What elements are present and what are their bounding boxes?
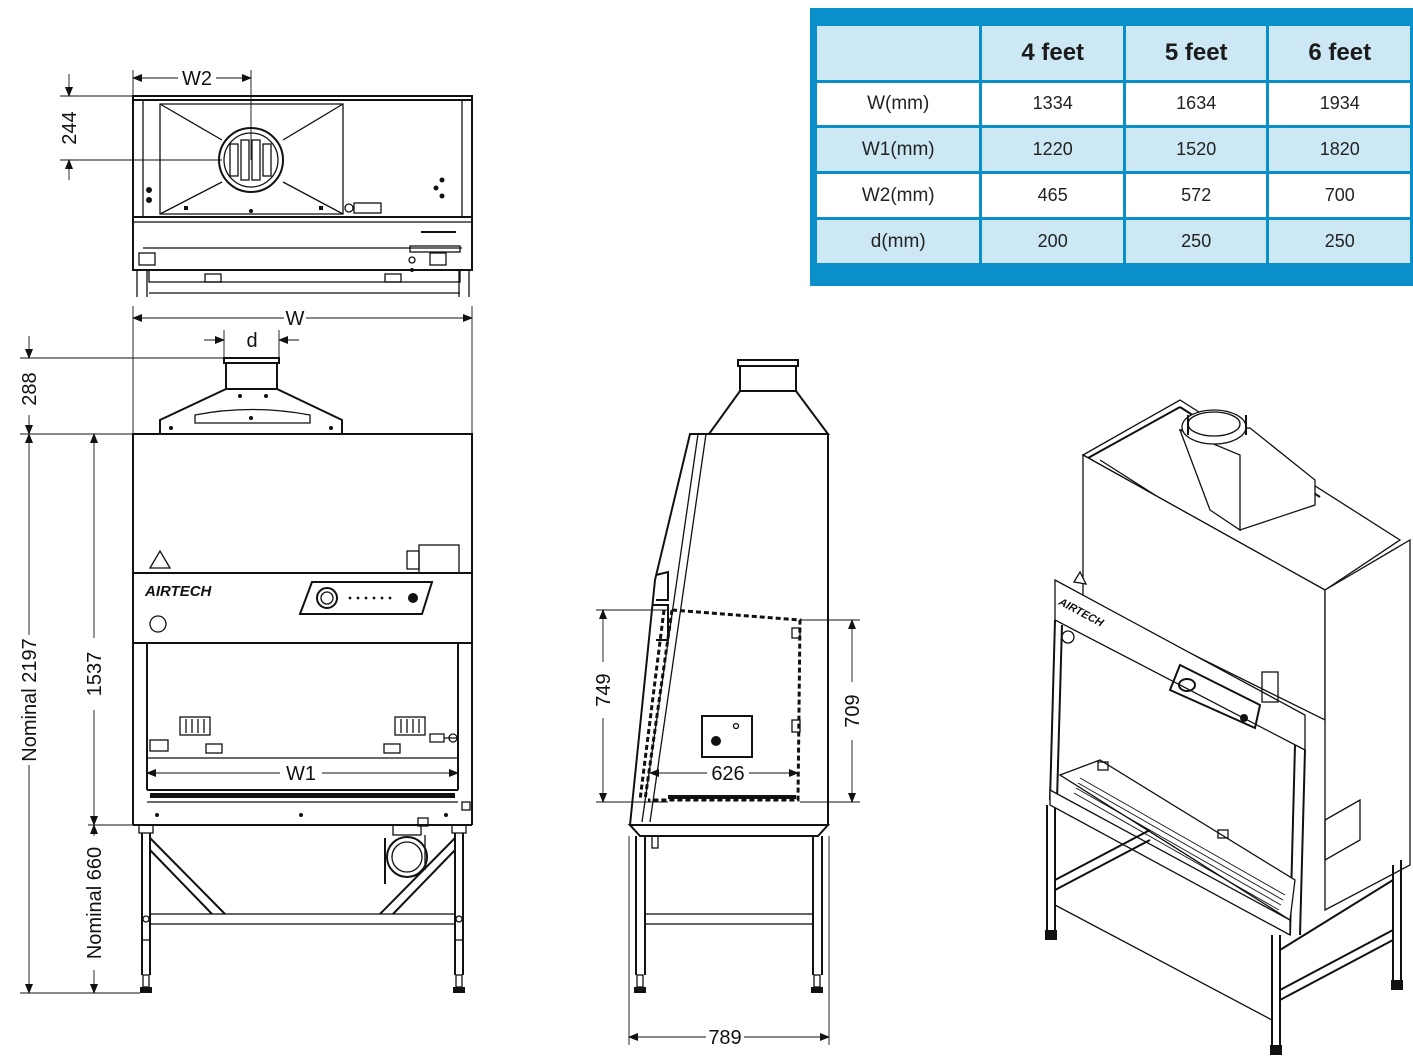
dim-626: 626 [711,763,744,785]
table-cell: 572 [1125,174,1267,218]
table-row: W2(mm) 465 572 700 [817,174,1410,218]
dim-nominal-660: Nominal 660 [84,847,106,959]
row-label: W1(mm) [817,128,980,172]
table-cell: 1334 [982,82,1123,126]
dim-nominal-2197: Nominal 2197 [19,638,41,761]
dim-288: 288 [19,372,41,405]
table-cell: 465 [982,174,1123,218]
dim-w2-top: W2 [182,68,212,90]
table-row: W1(mm) 1220 1520 1820 [817,128,1410,172]
table-cell: 700 [1269,174,1410,218]
table-row: d(mm) 200 250 250 [817,220,1410,263]
dim-749: 749 [593,673,615,706]
front-view: AIRTECH [19,306,473,994]
table-header-corner [817,26,980,80]
table-cell: 1520 [1125,128,1267,172]
table-cell: 1934 [1269,82,1410,126]
table-header-4-feet: 4 feet [982,26,1123,80]
row-label: d(mm) [817,220,980,263]
dim-709: 709 [842,694,864,727]
table-header-5-feet: 5 feet [1125,26,1267,80]
table-cell: 250 [1125,220,1267,263]
table-cell: 200 [982,220,1123,263]
dim-d: d [246,330,257,352]
dim-w1: W1 [286,763,316,785]
table-cell: 1634 [1125,82,1267,126]
row-label: W2(mm) [817,174,980,218]
dim-w-front: W [286,308,305,330]
isometric-view: AIRTECH [1045,399,1411,1055]
top-view: W2 244 [59,68,473,297]
dim-789: 789 [708,1027,741,1049]
table-header-6-feet: 6 feet [1269,26,1410,80]
table-cell: 250 [1269,220,1410,263]
table-cell: 1820 [1269,128,1410,172]
dim-244: 244 [59,111,81,144]
table-cell: 1220 [982,128,1123,172]
brand-logo: AIRTECH [144,583,213,600]
dim-1537: 1537 [84,652,106,697]
spec-table: 4 feet 5 feet 6 feet W(mm) 1334 1634 193… [810,8,1413,286]
side-view: 749 709 626 789 [593,359,864,1049]
table-row: W(mm) 1334 1634 1934 [817,82,1410,126]
row-label: W(mm) [817,82,980,126]
